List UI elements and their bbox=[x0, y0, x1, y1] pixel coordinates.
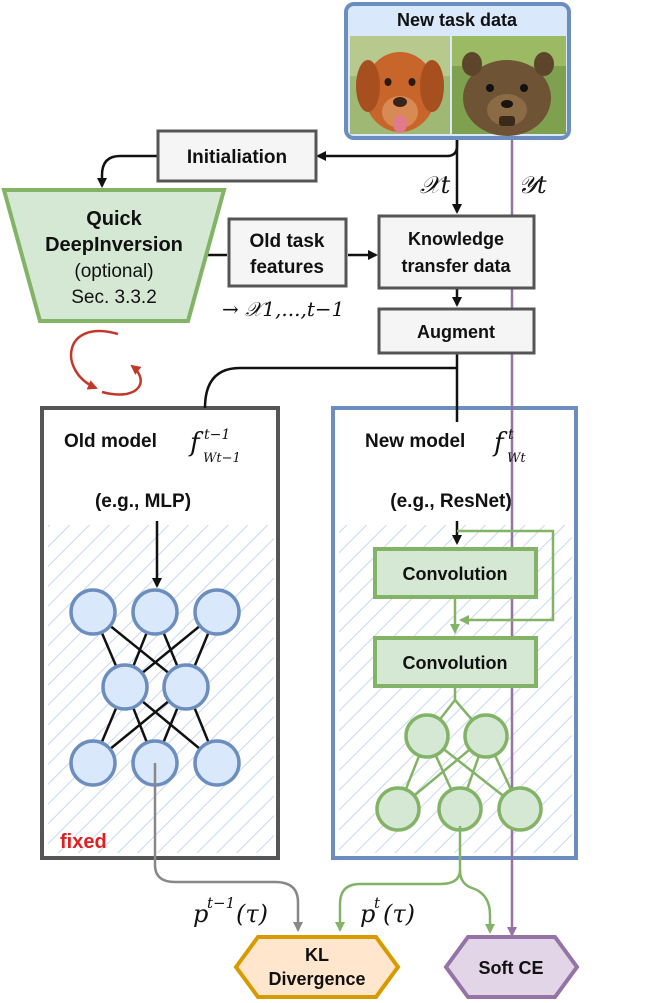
svg-text:Convolution: Convolution bbox=[403, 564, 508, 584]
init-to-deepinversion-arrow bbox=[97, 154, 158, 188]
image-to-init-arrow bbox=[316, 136, 459, 161]
augment-to-old-model-line bbox=[203, 366, 457, 409]
mlp-node bbox=[69, 588, 117, 636]
svg-text:t: t bbox=[508, 427, 514, 443]
deepinversion-line2: DeepInversion bbox=[45, 234, 183, 256]
knowledge-box: Knowledge transfer data bbox=[377, 214, 536, 290]
svg-text:Convolution: Convolution bbox=[403, 653, 508, 673]
old-features-line1: Old task bbox=[250, 231, 325, 252]
mlp-network bbox=[69, 588, 241, 787]
augment-label: Augment bbox=[417, 322, 495, 342]
deepinversion-line3: (optional) bbox=[74, 261, 153, 282]
svg-text:(τ): (τ) bbox=[236, 900, 268, 928]
old-model-title: Old model bbox=[64, 431, 157, 452]
svg-text:Wt−1: Wt−1 bbox=[203, 451, 241, 466]
iterate-cycle-left-arrow bbox=[69, 329, 119, 390]
mlp-node bbox=[101, 663, 149, 711]
knowledge-line2: transfer data bbox=[401, 256, 511, 276]
fixed-label: fixed bbox=[60, 831, 107, 853]
svg-text:Wt: Wt bbox=[507, 451, 526, 466]
augment-box: Augment bbox=[377, 307, 536, 355]
deepinversion-block: Quick DeepInversion (optional) Sec. 3.3.… bbox=[1, 188, 227, 323]
old-features-line2: features bbox=[250, 257, 324, 278]
convolution-block-2: Convolution bbox=[373, 636, 538, 688]
svg-text:KL: KL bbox=[305, 945, 329, 965]
mlp-node bbox=[193, 588, 241, 636]
mlp-node bbox=[193, 739, 241, 787]
new-model-title: New model bbox=[365, 431, 465, 452]
resnet-head-network bbox=[375, 686, 543, 832]
old-model-example: (e.g., MLP) bbox=[95, 491, 191, 512]
svg-text:t: t bbox=[374, 894, 381, 912]
svg-text:Soft CE: Soft CE bbox=[479, 958, 544, 978]
new-model-example: (e.g., ResNet) bbox=[390, 491, 511, 512]
svg-text:Divergence: Divergence bbox=[268, 969, 365, 989]
quokka-image bbox=[452, 36, 566, 136]
resnet-head-node bbox=[437, 786, 483, 832]
soft-ce-node: Soft CE bbox=[443, 935, 580, 999]
deepinversion-line1: Quick bbox=[86, 208, 142, 230]
svg-text:p: p bbox=[193, 900, 208, 928]
old-features-box: Old task features bbox=[227, 217, 348, 288]
deepinversion-line4: Sec. 3.3.2 bbox=[71, 287, 157, 308]
y-t-label: 𝒴t bbox=[518, 171, 547, 199]
svg-text:t−1: t−1 bbox=[207, 894, 235, 912]
new-model-to-softce-arrow bbox=[458, 869, 495, 934]
mlp-node bbox=[69, 739, 117, 787]
p-new-label: p t (τ) bbox=[360, 894, 415, 928]
old-features-math: → 𝒳1,...,t−1 bbox=[222, 297, 344, 321]
resnet-head-node bbox=[497, 786, 543, 832]
iterate-cycle-right-arrow bbox=[101, 364, 142, 396]
mlp-node bbox=[162, 663, 210, 711]
resnet-head-node bbox=[375, 786, 421, 832]
initialization-box: Initialiation bbox=[156, 129, 318, 183]
dog-image bbox=[350, 36, 450, 134]
svg-text:t−1: t−1 bbox=[204, 427, 230, 443]
skip-connection-arrow bbox=[457, 529, 555, 625]
kl-divergence-node: KL Divergence bbox=[233, 935, 401, 999]
new-task-data-box: New task data bbox=[344, 2, 571, 140]
knowledge-line1: Knowledge bbox=[408, 229, 504, 249]
resnet-head-node bbox=[404, 713, 450, 759]
svg-text:(τ): (τ) bbox=[383, 900, 415, 928]
initialization-label: Initialiation bbox=[187, 147, 287, 168]
svg-text:p: p bbox=[360, 900, 375, 928]
old-model-output-arrow bbox=[153, 763, 303, 932]
mlp-node bbox=[131, 588, 179, 636]
x-t-label: 𝒳t bbox=[420, 171, 451, 199]
new-model-to-kl-arrow bbox=[335, 826, 462, 932]
convolution-block-1: Convolution bbox=[373, 547, 538, 599]
new-task-data-title: New task data bbox=[397, 10, 518, 30]
resnet-head-node bbox=[463, 713, 509, 759]
p-old-label: p t−1 (τ) bbox=[193, 894, 268, 928]
